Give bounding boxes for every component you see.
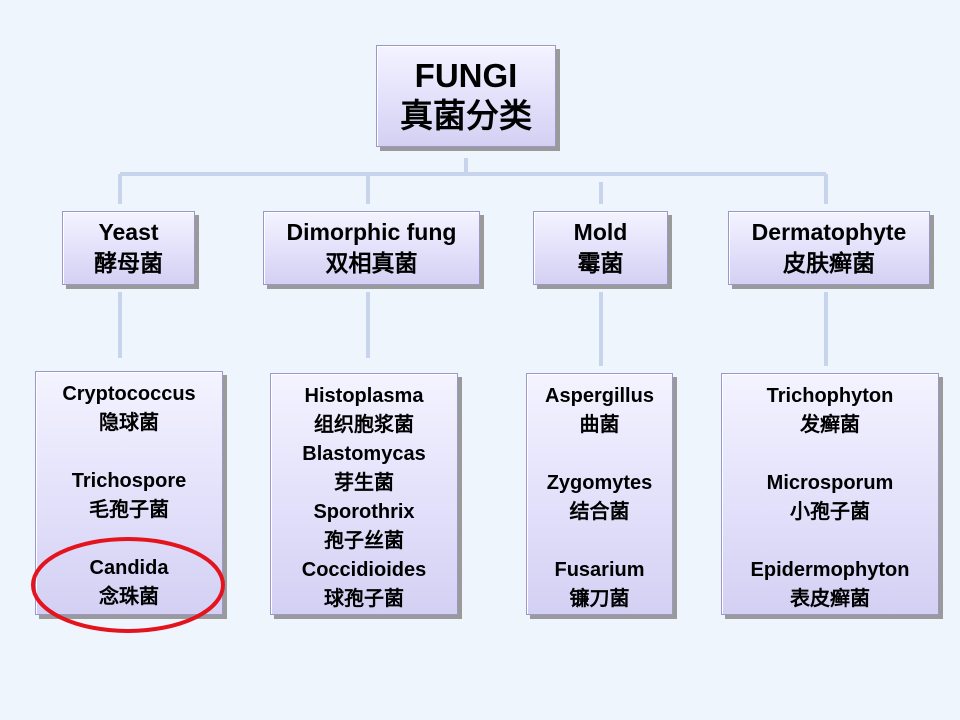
category-yeast: Yeast 酵母菌 <box>62 211 195 285</box>
species-name: Sporothrix <box>313 501 415 523</box>
category-mold: Mold 霉菌 <box>533 211 668 285</box>
category-dermatophyte: Dermatophyte 皮肤癣菌 <box>728 211 930 285</box>
species-cn: 结合菌 <box>569 501 630 523</box>
species-cn: 曲菌 <box>579 414 620 436</box>
mold-species-box: Aspergillus 曲菌 Zygomytes 结合菌 Fusarium 镰刀… <box>526 373 673 615</box>
category-cn: 酵母菌 <box>94 250 163 276</box>
species-cn: 镰刀菌 <box>569 588 630 610</box>
species-cn: 小孢子菌 <box>790 501 870 523</box>
category-cn: 双相真菌 <box>325 250 418 276</box>
species-cn: 表皮癣菌 <box>790 588 870 610</box>
species-name: Fusarium <box>554 559 645 581</box>
species-name: Epidermophyton <box>750 559 910 581</box>
yeast-species-box: Cryptococcus 隐球菌 Trichospore 毛孢子菌 Candid… <box>35 371 223 615</box>
dimorphic-species-box: Histoplasma 组织胞浆菌 Blastomycas 芽生菌 Sporot… <box>270 373 458 615</box>
category-name: Mold <box>573 219 628 245</box>
species-cn: 毛孢子菌 <box>89 499 169 521</box>
root-subtitle: 真菌分类 <box>400 97 532 134</box>
category-cn: 霉菌 <box>577 250 624 276</box>
species-name: Aspergillus <box>545 385 654 407</box>
species-name: Coccidioides <box>301 559 427 581</box>
species-cn: 孢子丝菌 <box>324 530 404 552</box>
species-name: Candida <box>89 557 169 579</box>
species-cn: 发癣菌 <box>800 414 860 436</box>
category-name: Dimorphic fung <box>286 219 457 245</box>
species-cn: 隐球菌 <box>99 412 159 434</box>
species-cn: 芽生菌 <box>334 472 394 494</box>
species-name: Blastomycas <box>302 443 426 465</box>
species-name: Cryptococcus <box>62 383 196 405</box>
species-name: Trichophyton <box>766 385 894 407</box>
species-name: Trichospore <box>71 470 187 492</box>
species-name: Microsporum <box>766 472 894 494</box>
root-title: FUNGI <box>414 57 518 94</box>
category-cn: 皮肤癣菌 <box>783 250 875 276</box>
species-cn: 念珠菌 <box>99 586 159 608</box>
species-name: Histoplasma <box>304 385 424 407</box>
dermatophyte-species-box: Trichophyton 发癣菌 Microsporum 小孢子菌 Epider… <box>721 373 939 615</box>
category-name: Dermatophyte <box>751 219 907 245</box>
species-name: Zygomytes <box>546 472 653 494</box>
category-dimorphic: Dimorphic fung 双相真菌 <box>263 211 480 285</box>
category-name: Yeast <box>98 219 159 245</box>
root-node: FUNGI 真菌分类 <box>376 45 556 147</box>
species-cn: 组织胞浆菌 <box>314 414 414 436</box>
species-cn: 球孢子菌 <box>324 588 404 610</box>
